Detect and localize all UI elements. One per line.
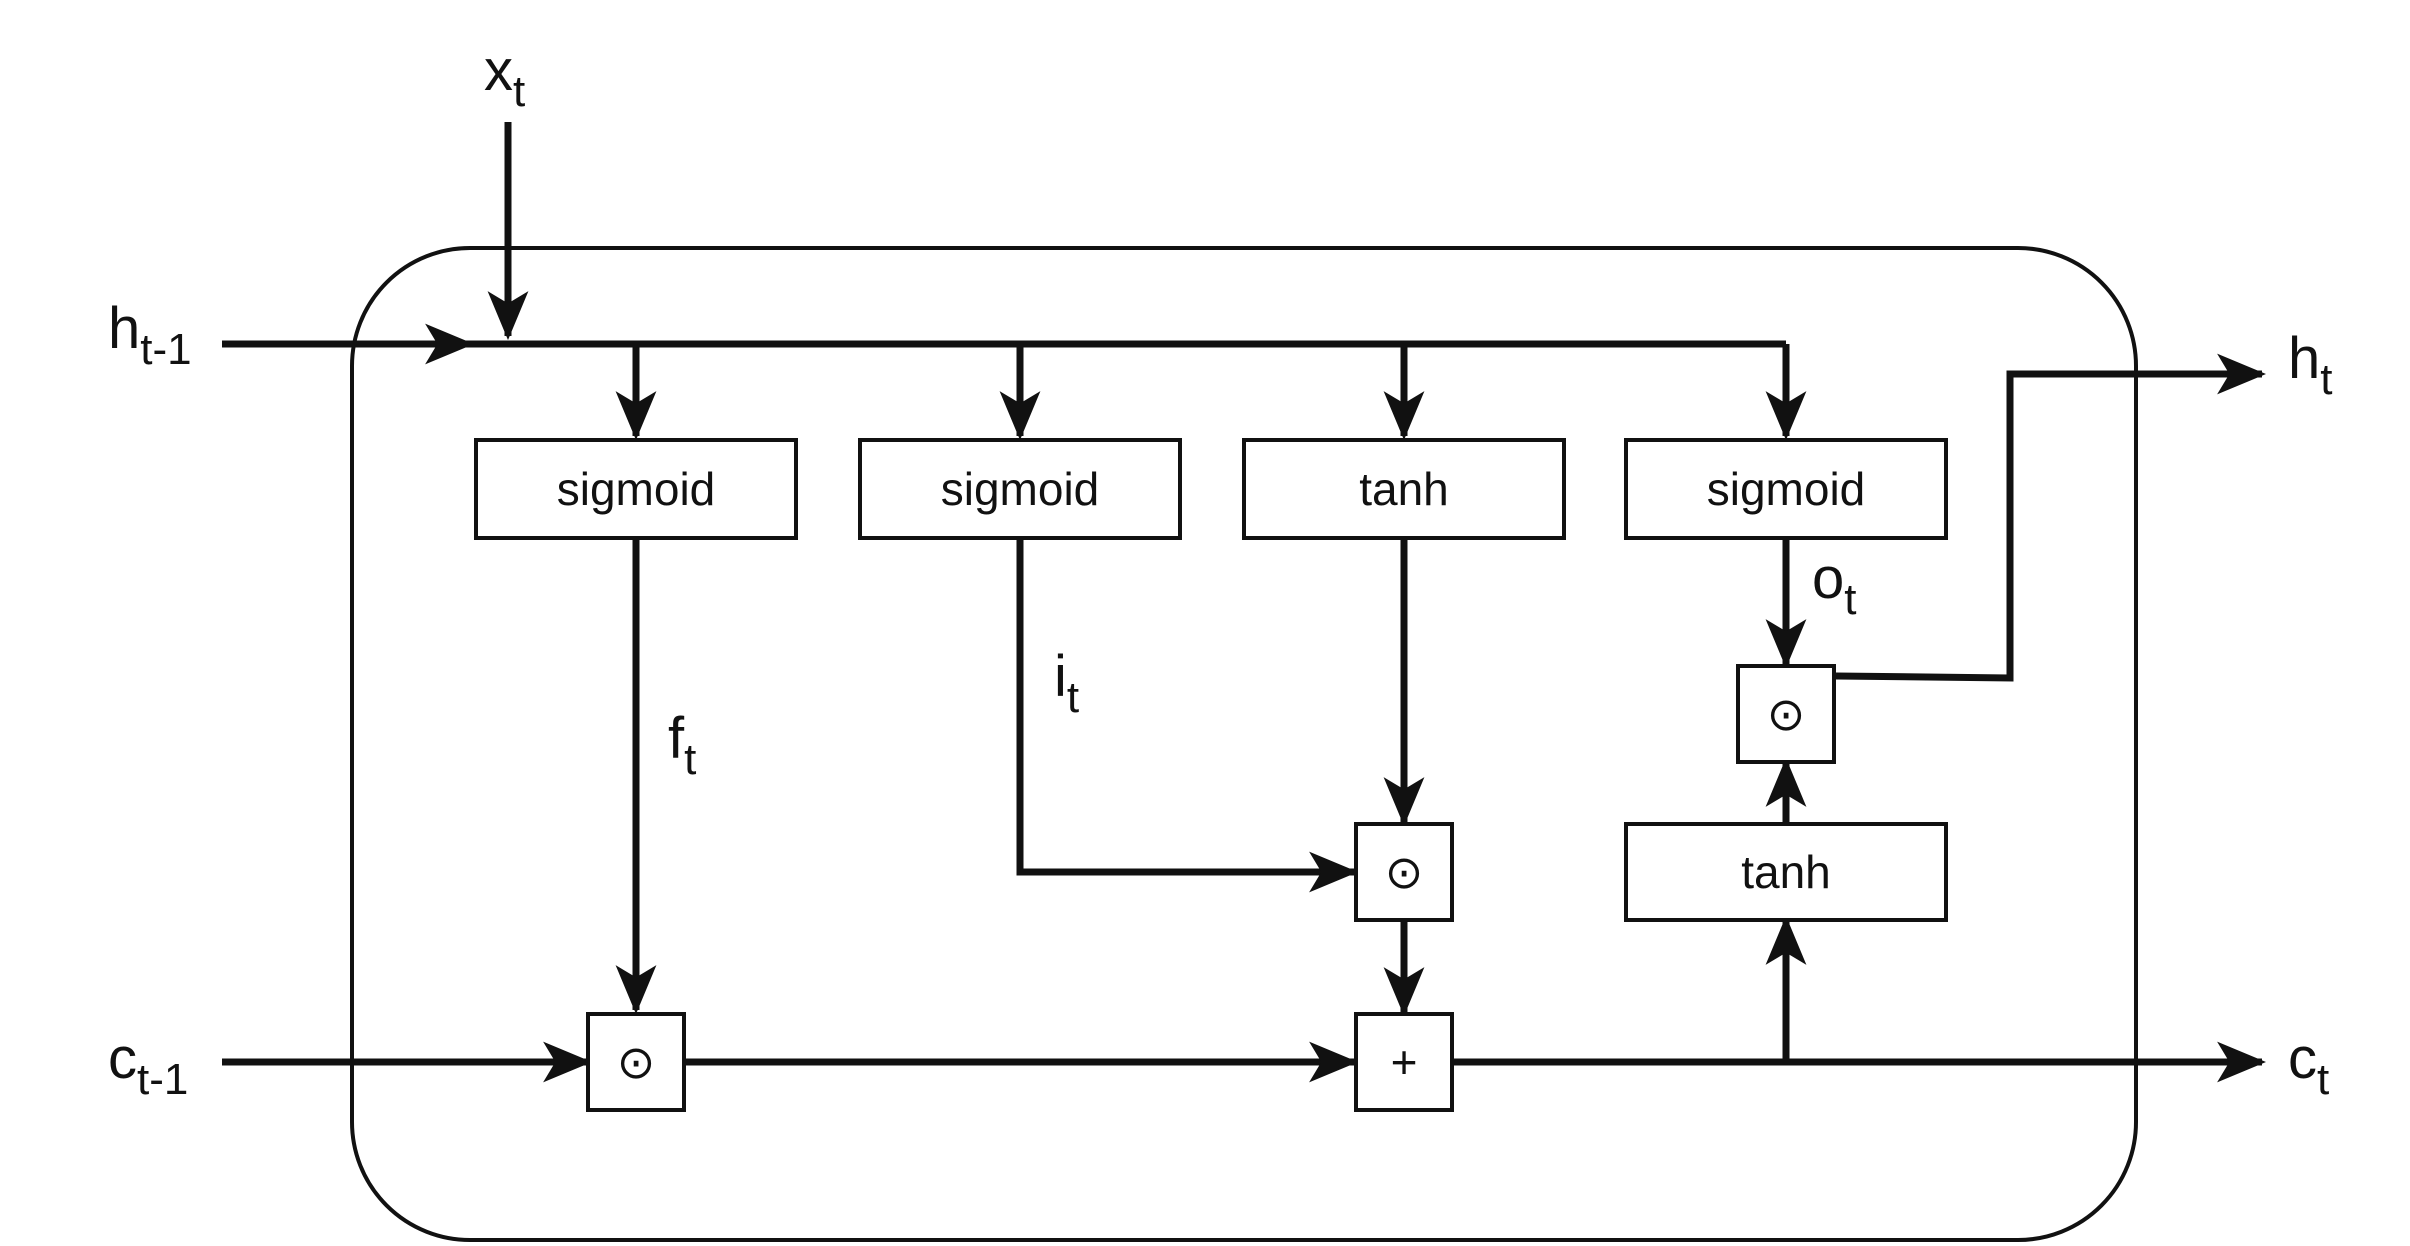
label-h-prev: ht-1 — [108, 296, 192, 374]
label-o-t: ot — [1812, 546, 1857, 624]
gate-output: sigmoid — [1624, 438, 1948, 540]
wires — [222, 122, 2267, 1083]
gate-candidate: tanh — [1242, 438, 1566, 540]
op-output-mult-label: ⊙ — [1767, 688, 1806, 740]
label-c-prev: ct-1 — [108, 1026, 188, 1104]
gate-candidate-label: tanh — [1359, 463, 1449, 515]
gate-input-label: sigmoid — [941, 463, 1100, 515]
gate-output-label: sigmoid — [1707, 463, 1866, 515]
label-i-t: it — [1054, 644, 1079, 722]
label-f-t: ft — [668, 706, 696, 784]
op-add: + — [1354, 1012, 1454, 1112]
op-input-mult-label: ⊙ — [1385, 846, 1424, 898]
gate-cell-tanh-label: tanh — [1741, 846, 1831, 898]
label-x-t: xt — [484, 38, 525, 116]
op-output-mult: ⊙ — [1736, 664, 1836, 764]
op-add-label: + — [1391, 1036, 1418, 1088]
label-h-t: ht — [2288, 326, 2333, 404]
gate-input: sigmoid — [858, 438, 1182, 540]
op-forget-mult-label: ⊙ — [617, 1036, 656, 1088]
op-input-mult: ⊙ — [1354, 822, 1454, 922]
label-c-t: ct — [2288, 1026, 2329, 1104]
gate-forget: sigmoid — [474, 438, 798, 540]
cell-frame — [350, 246, 2138, 1242]
gate-forget-label: sigmoid — [557, 463, 716, 515]
gate-cell-tanh: tanh — [1624, 822, 1948, 922]
wire-it — [1016, 538, 1359, 893]
op-forget-mult: ⊙ — [586, 1012, 686, 1112]
wire-ht-out — [1835, 353, 2267, 682]
